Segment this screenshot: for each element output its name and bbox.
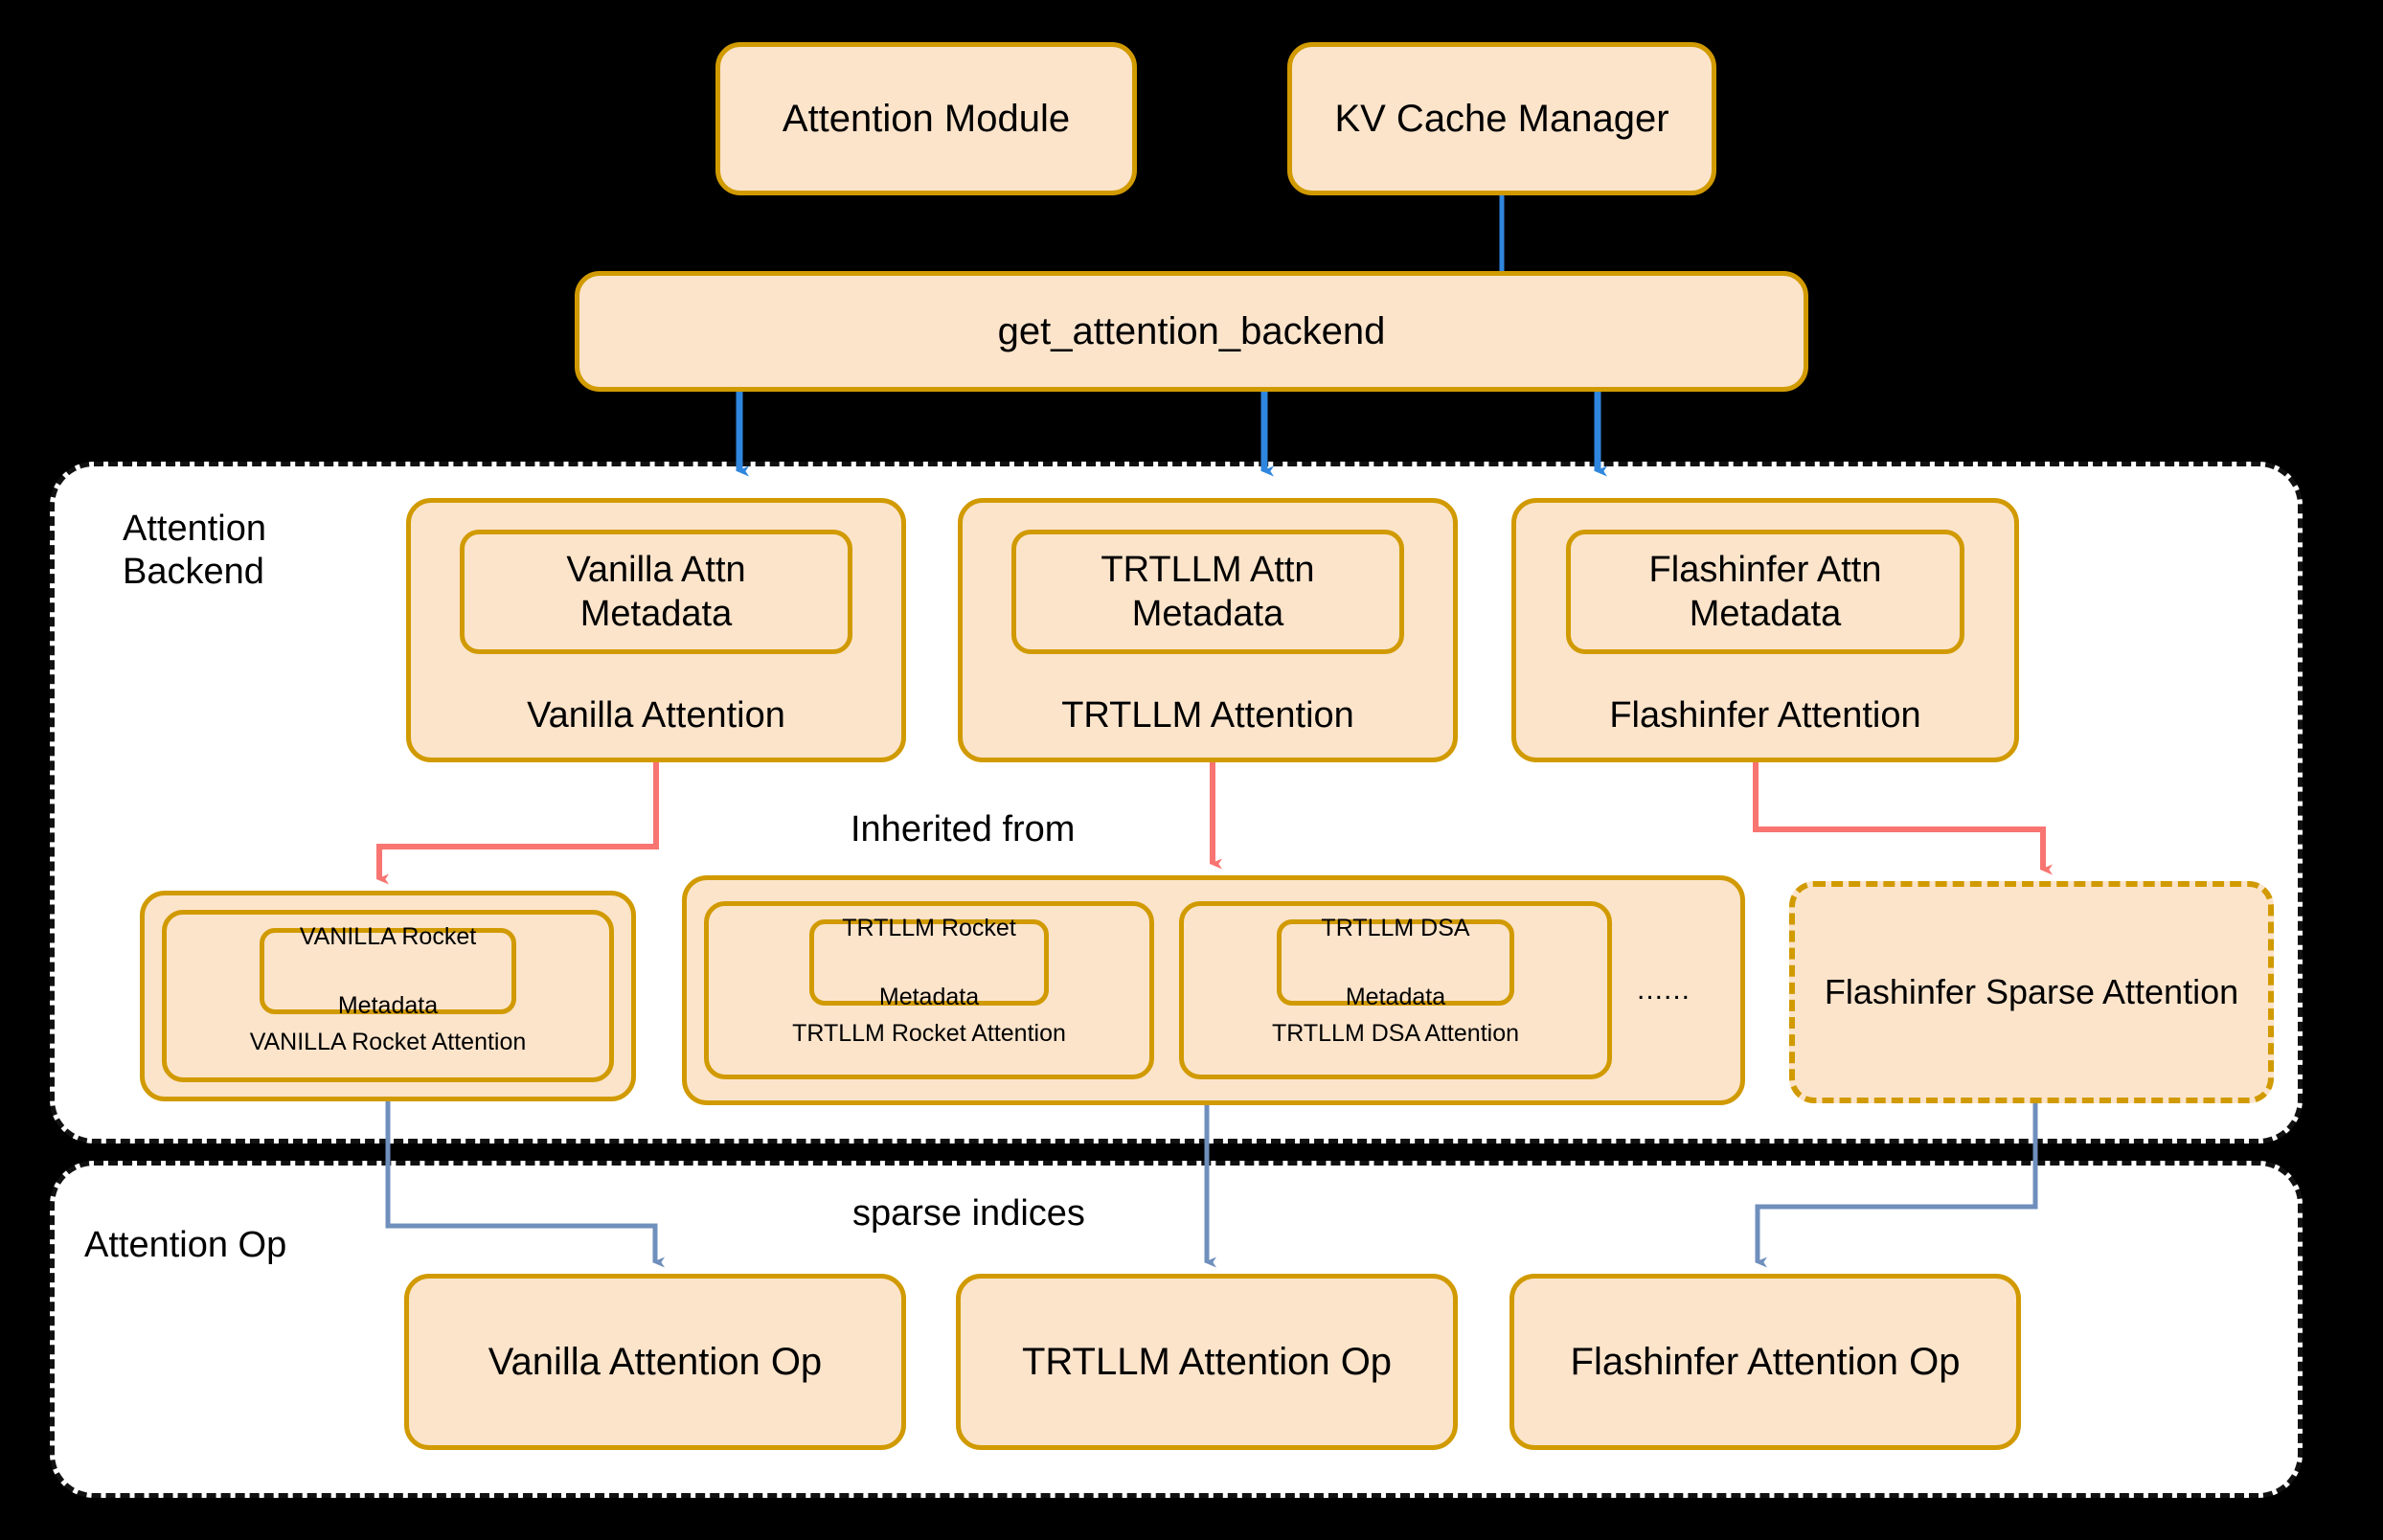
metadata-box-flashinfer: Flashinfer Attn Metadata	[1566, 530, 1964, 654]
backend-card-vanilla[interactable]: Vanilla Attn Metadata Vanilla Attention	[406, 498, 906, 762]
sparse-group-trtllm[interactable]: TRTLLM Rocket Metadata TRTLLM Rocket Att…	[682, 875, 1745, 1105]
node-attention-module-label: Attention Module	[782, 98, 1071, 140]
node-op-trtllm-label: TRTLLM Attention Op	[1021, 1341, 1393, 1383]
sparse-card-vanilla-rocket-label: VANILLA Rocket Attention	[249, 1029, 527, 1055]
backend-card-trtllm[interactable]: TRTLLM Attn Metadata TRTLLM Attention	[958, 498, 1458, 762]
node-op-flashinfer-label: Flashinfer Attention Op	[1570, 1341, 1961, 1383]
backend-card-trtllm-label: TRTLLM Attention	[1061, 695, 1354, 736]
node-op-flashinfer[interactable]: Flashinfer Attention Op	[1509, 1274, 2021, 1450]
sparse-card-trtllm-dsa-label: TRTLLM DSA Attention	[1272, 1020, 1519, 1047]
sparse-metadata-trtllm-dsa: TRTLLM DSA Metadata	[1277, 915, 1514, 1010]
node-op-trtllm[interactable]: TRTLLM Attention Op	[956, 1274, 1458, 1450]
sparse-metadata-trtllm-rocket-label: TRTLLM Rocket Metadata	[842, 914, 1016, 1011]
node-flashinfer-sparse-attention[interactable]: Flashinfer Sparse Attention	[1789, 881, 2274, 1103]
sparse-metadata-trtllm-dsa-label: TRTLLM DSA Metadata	[1321, 914, 1470, 1011]
metadata-box-vanilla-label: Vanilla Attn Metadata	[566, 549, 746, 634]
sparse-card-trtllm-dsa[interactable]: TRTLLM DSA Metadata TRTLLM DSA Attention	[1179, 901, 1612, 1079]
node-kv-cache-manager-label: KV Cache Manager	[1334, 98, 1669, 140]
metadata-box-flashinfer-label: Flashinfer Attn Metadata	[1648, 549, 1882, 634]
sparse-metadata-vanilla-rocket: VANILLA Rocket Metadata	[260, 923, 516, 1019]
edge-label-inherited-from: Inherited from	[851, 809, 1076, 849]
node-kv-cache-manager[interactable]: KV Cache Manager	[1287, 42, 1716, 195]
sparse-metadata-trtllm-rocket: TRTLLM Rocket Metadata	[809, 915, 1049, 1010]
node-get-attention-backend-label: get_attention_backend	[997, 310, 1386, 352]
metadata-box-vanilla: Vanilla Attn Metadata	[460, 530, 852, 654]
node-get-attention-backend[interactable]: get_attention_backend	[575, 271, 1808, 392]
metadata-box-trtllm: TRTLLM Attn Metadata	[1011, 530, 1404, 654]
backend-card-flashinfer-label: Flashinfer Attention	[1609, 695, 1921, 736]
node-op-vanilla-label: Vanilla Attention Op	[488, 1341, 823, 1383]
node-op-vanilla[interactable]: Vanilla Attention Op	[404, 1274, 906, 1450]
edge-label-sparse-indices: sparse indices	[852, 1193, 1085, 1234]
panel-attention-backend-label: Attention Backend	[123, 509, 266, 592]
sparse-metadata-vanilla-rocket-label: VANILLA Rocket Metadata	[299, 922, 477, 1020]
sparse-group-vanilla[interactable]: VANILLA Rocket Metadata VANILLA Rocket A…	[140, 891, 636, 1101]
sparse-card-trtllm-rocket-label: TRTLLM Rocket Attention	[792, 1020, 1066, 1047]
backend-card-flashinfer[interactable]: Flashinfer Attn Metadata Flashinfer Atte…	[1511, 498, 2019, 762]
node-flashinfer-sparse-attention-label: Flashinfer Sparse Attention	[1824, 972, 2239, 1012]
metadata-box-trtllm-label: TRTLLM Attn Metadata	[1101, 549, 1315, 634]
sparse-group-trtllm-ellipsis: ......	[1637, 974, 1691, 1006]
node-attention-module[interactable]: Attention Module	[715, 42, 1137, 195]
sparse-card-vanilla-rocket[interactable]: VANILLA Rocket Metadata VANILLA Rocket A…	[162, 910, 614, 1082]
backend-card-vanilla-label: Vanilla Attention	[527, 695, 785, 736]
sparse-card-trtllm-rocket[interactable]: TRTLLM Rocket Metadata TRTLLM Rocket Att…	[704, 901, 1154, 1079]
panel-attention-op-label: Attention Op	[84, 1225, 287, 1265]
